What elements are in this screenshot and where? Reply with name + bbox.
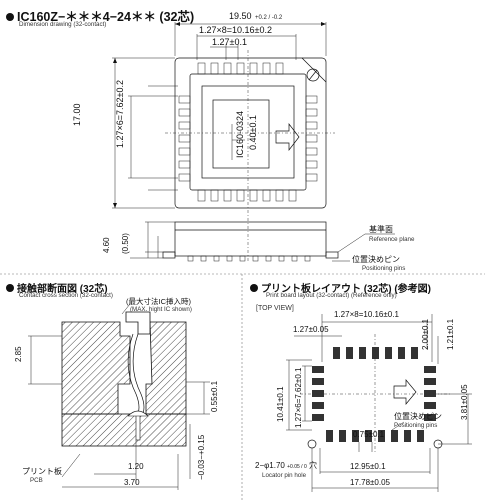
left-370-dim: 3.70 [124, 478, 140, 487]
right-200-dim: 2.00±0.1 [421, 318, 430, 350]
right-1041-dim: 10.41±0.1 [276, 386, 285, 422]
right-381-dim: 3.81±0.05 [460, 384, 469, 420]
right-075-dim: 0.75±0.1 [353, 430, 385, 439]
right-pos-pins-jp: 位置決めピン [394, 412, 442, 421]
top-pitch-dim: 1.27×8=10.16±0.2 [199, 25, 272, 35]
pcb-en: PCB [30, 477, 43, 484]
bullet-icon [250, 284, 258, 292]
hole-tol: +0.05 / 0 [287, 464, 307, 470]
hole-dim-row: 2−φ1.70 +0.05 / 0 穴 [255, 460, 317, 471]
top-040-dim: 0.40±0.1 [248, 115, 258, 150]
left-055-dim: 0.55±0.1 [210, 380, 219, 412]
top-width-dim: 19.50 [229, 11, 252, 21]
top-view-drawing: 19.50 +0.2 / -0.2 1.27×8=10.16±0.2 1.27±… [112, 11, 395, 262]
right-subtitle: Print board layout (32-contact) (Referen… [266, 292, 397, 299]
right-1778-dim: 17.78±0.05 [350, 478, 390, 487]
right-121-dim: 1.21±0.1 [446, 318, 455, 350]
max-note-jp: (最大寸法IC挿入時) [126, 297, 191, 306]
right-side-pitch-dim: 1.27×6=7.62±0.1 [294, 367, 303, 428]
ref-plane-en: Reference plane [369, 236, 415, 243]
top-title-row: IC160Z−＊＊＊4−24＊＊ (32芯) [6, 6, 194, 25]
pos-pins-jp: 位置決めピン [352, 255, 400, 264]
right-title: プリント板レイアウト (32芯) (参考図) [261, 284, 431, 295]
left-subtitle: Contact cross section (32-contact) [19, 292, 113, 299]
left-title: 接触部断面図 (32芯) [17, 284, 108, 295]
top-subtitle: Dimension drawing (32-contact) [19, 21, 107, 28]
right-title-row: プリント板レイアウト (32芯) (参考図) [250, 280, 431, 295]
right-127-dim: 1.27±0.05 [293, 325, 329, 334]
hole-jp: 穴 [308, 461, 317, 470]
pcb-jp: プリント板 [22, 467, 62, 476]
hole-en: Locator pin hole [262, 472, 307, 479]
left-285-dim: 2.85 [14, 346, 23, 362]
top-view-label: [TOP VIEW] [256, 305, 294, 312]
hole-dim: 2−φ1.70 [255, 461, 285, 470]
top-title: IC160Z−＊＊＊4−24＊＊ (32芯) [17, 10, 195, 24]
left-120-dim: 1.20 [128, 462, 144, 471]
ref-plane-jp: 基準面 [369, 225, 393, 234]
right-1295-dim: 12.95±0.1 [350, 462, 386, 471]
right-pos-pins-en: Positioning pins [394, 422, 438, 429]
bullet-icon [6, 284, 14, 292]
max-note-en: (MAX. hight IC shown) [130, 306, 192, 313]
top-width-tol: +0.2 / -0.2 [255, 15, 283, 21]
left-003-dim: −0.03−+0.15 [197, 434, 206, 480]
bullet-icon [6, 13, 14, 21]
left-title-row: 接触部断面図 (32芯) [6, 280, 108, 295]
top-pitch-single-dim: 1.27±0.1 [212, 37, 247, 47]
right-pitch-dim: 1.27×8=10.16±0.1 [334, 310, 399, 319]
chip-label: IC160-0324 [235, 111, 245, 158]
pos-pins-en: Positioning pins [362, 265, 406, 272]
pcb-layout-drawing [286, 314, 472, 492]
contact-section-drawing [28, 303, 210, 490]
